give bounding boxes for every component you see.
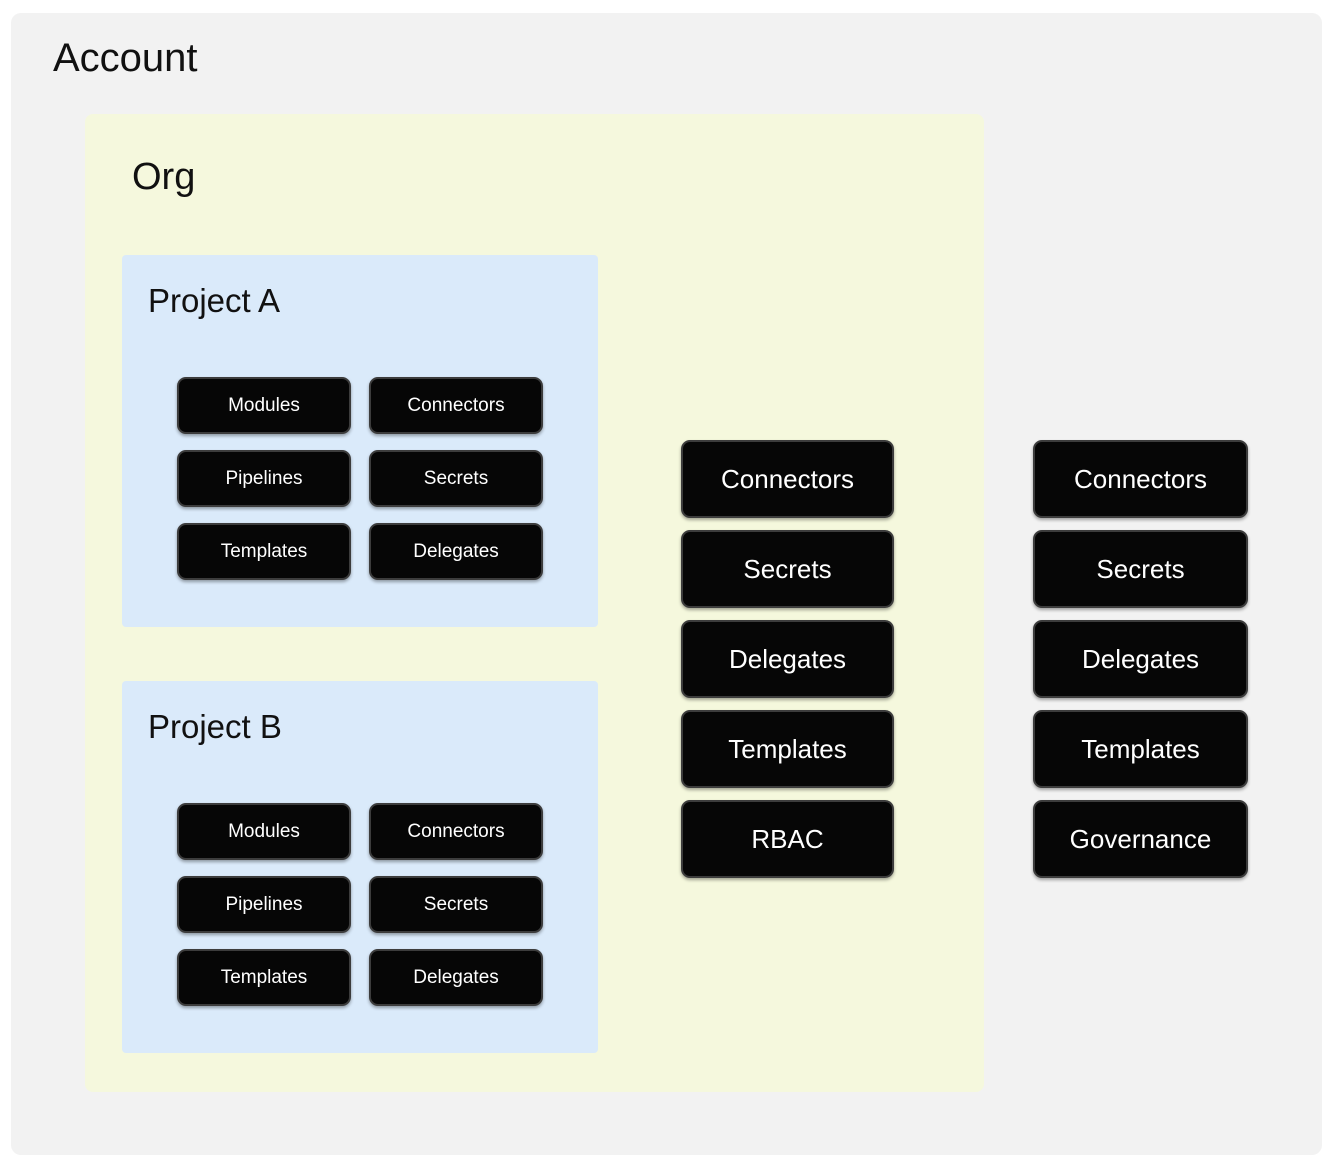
project-scope-label-a: Project A	[148, 282, 281, 319]
project-resource-grid-a: Modules Connectors Pipelines Secrets Tem…	[177, 377, 543, 580]
resource-chip[interactable]: Templates	[1033, 710, 1248, 788]
resource-chip[interactable]: Connectors	[681, 440, 894, 518]
resource-chip[interactable]: Modules	[177, 377, 351, 434]
resource-chip[interactable]: Delegates	[369, 949, 543, 1006]
project-resource-grid-b: Modules Connectors Pipelines Secrets Tem…	[177, 803, 543, 1006]
resource-chip[interactable]: Templates	[681, 710, 894, 788]
resource-chip[interactable]: Secrets	[681, 530, 894, 608]
resource-chip[interactable]: Secrets	[369, 450, 543, 507]
resource-chip[interactable]: Modules	[177, 803, 351, 860]
resource-chip[interactable]: Pipelines	[177, 450, 351, 507]
org-scope-label: Org	[132, 156, 196, 198]
resource-chip[interactable]: Delegates	[1033, 620, 1248, 698]
org-resource-stack: Connectors Secrets Delegates Templates R…	[681, 440, 894, 878]
project-scope-label-b: Project B	[148, 708, 282, 745]
resource-chip[interactable]: Templates	[177, 523, 351, 580]
resource-chip[interactable]: Delegates	[681, 620, 894, 698]
account-scope-label: Account	[53, 36, 198, 80]
resource-chip[interactable]: RBAC	[681, 800, 894, 878]
project-scope-container-b: Project B Modules Connectors Pipelines S…	[122, 681, 598, 1053]
resource-chip[interactable]: Connectors	[369, 377, 543, 434]
resource-chip[interactable]: Pipelines	[177, 876, 351, 933]
project-scope-container-a: Project A Modules Connectors Pipelines S…	[122, 255, 598, 627]
account-resource-stack: Connectors Secrets Delegates Templates G…	[1033, 440, 1248, 878]
resource-chip[interactable]: Connectors	[1033, 440, 1248, 518]
resource-chip[interactable]: Governance	[1033, 800, 1248, 878]
resource-chip[interactable]: Connectors	[369, 803, 543, 860]
resource-chip[interactable]: Secrets	[369, 876, 543, 933]
resource-chip[interactable]: Secrets	[1033, 530, 1248, 608]
resource-chip[interactable]: Templates	[177, 949, 351, 1006]
resource-chip[interactable]: Delegates	[369, 523, 543, 580]
